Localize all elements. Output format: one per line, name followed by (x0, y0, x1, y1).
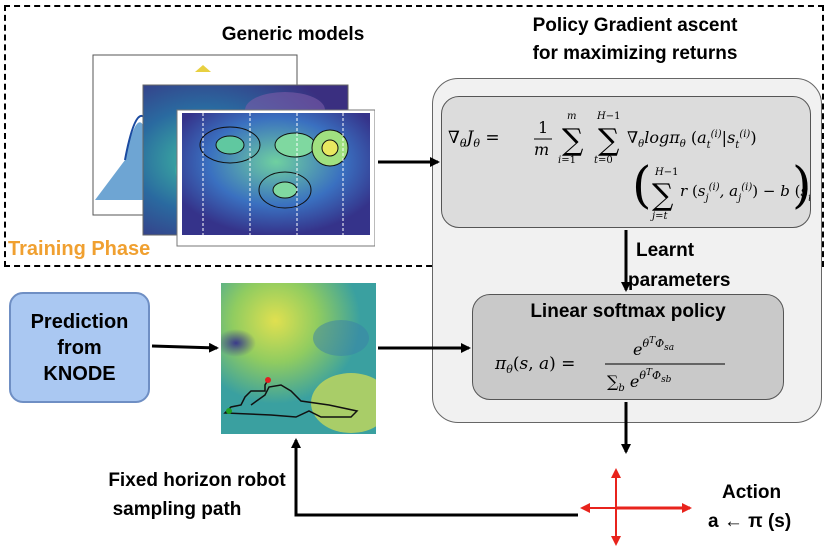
arrow-action-to-map (291, 438, 578, 517)
svg-text:∑: ∑ (652, 178, 674, 213)
softmax-policy-box: Linear softmax policy πθ(s, a) = eθTΦsa … (472, 294, 784, 400)
svg-text:t=0: t=0 (594, 155, 613, 166)
softmax-formula: πθ(s, a) = eθTΦsa ∑b eθTΦsb (494, 336, 725, 394)
svg-text:1: 1 (538, 118, 548, 137)
training-phase-label: Training Phase (8, 238, 151, 260)
prediction-line3: KNODE (43, 362, 116, 385)
learnt-label-line1: Learnt (636, 240, 695, 261)
svg-text:i=1: i=1 (558, 155, 576, 166)
softmax-policy-title: Linear softmax policy (530, 301, 726, 322)
prediction-box: Prediction from KNODE (9, 292, 150, 403)
svg-text:∑: ∑ (598, 123, 620, 158)
action-label: Action (722, 482, 782, 503)
svg-text:m: m (534, 140, 549, 159)
fixed-horizon-line2: sampling path (112, 499, 242, 520)
action-direction-icon (580, 468, 692, 546)
svg-text:j=t: j=t (650, 211, 669, 222)
svg-text:H−1: H−1 (654, 167, 678, 178)
training-phase-frame (4, 5, 824, 267)
svg-text:∑b eθTΦsb: ∑b eθTΦsb (607, 368, 672, 394)
arrow-prediction-to-map (151, 342, 219, 353)
action-formula: a ← π (s) (708, 511, 792, 532)
policy-gradient-formula-box: ∇θJθ = 1 m m ∑ i=1 H−1 ∑ t=0 ∇θlogπθ (at… (441, 96, 829, 228)
policy-gradient-title-line2: for maximizing returns (532, 43, 738, 64)
svg-text:πθ(s, a) =: πθ(s, a) = (494, 354, 575, 376)
generic-models-stack (92, 54, 375, 247)
svg-text:H−1: H−1 (596, 111, 620, 122)
prediction-line2: from (57, 336, 102, 359)
path-start-marker (265, 377, 271, 383)
learnt-label-line2: parameters (628, 270, 731, 291)
field-map-image (221, 283, 376, 434)
svg-text:m: m (567, 111, 576, 122)
policy-gradient-title: Policy Gradient ascent for maximizing re… (470, 12, 800, 68)
svg-text:): ) (792, 156, 810, 214)
svg-text:∑: ∑ (562, 123, 584, 158)
policy-gradient-formula: ∇θJθ = 1 m m ∑ i=1 H−1 ∑ t=0 ∇θlogπθ (at… (448, 111, 829, 222)
path-end-marker (226, 408, 232, 414)
svg-text:(: ( (632, 156, 652, 214)
svg-text:∇θlogπθ (at(i)|st(i)): ∇θlogπθ (at(i)|st(i)) (627, 128, 757, 151)
fixed-horizon-label: Fixed horizon robot sampling path (96, 466, 298, 524)
contour-plot-image (176, 109, 375, 247)
generic-models-title: Generic models (221, 24, 365, 45)
prediction-line1: Prediction (30, 310, 129, 333)
fixed-horizon-line1: Fixed horizon robot (108, 470, 286, 491)
policy-gradient-title-line1: Policy Gradient ascent (532, 15, 738, 36)
robot-path (223, 379, 359, 418)
learnt-parameters-label: Learnt parameters (628, 236, 730, 296)
